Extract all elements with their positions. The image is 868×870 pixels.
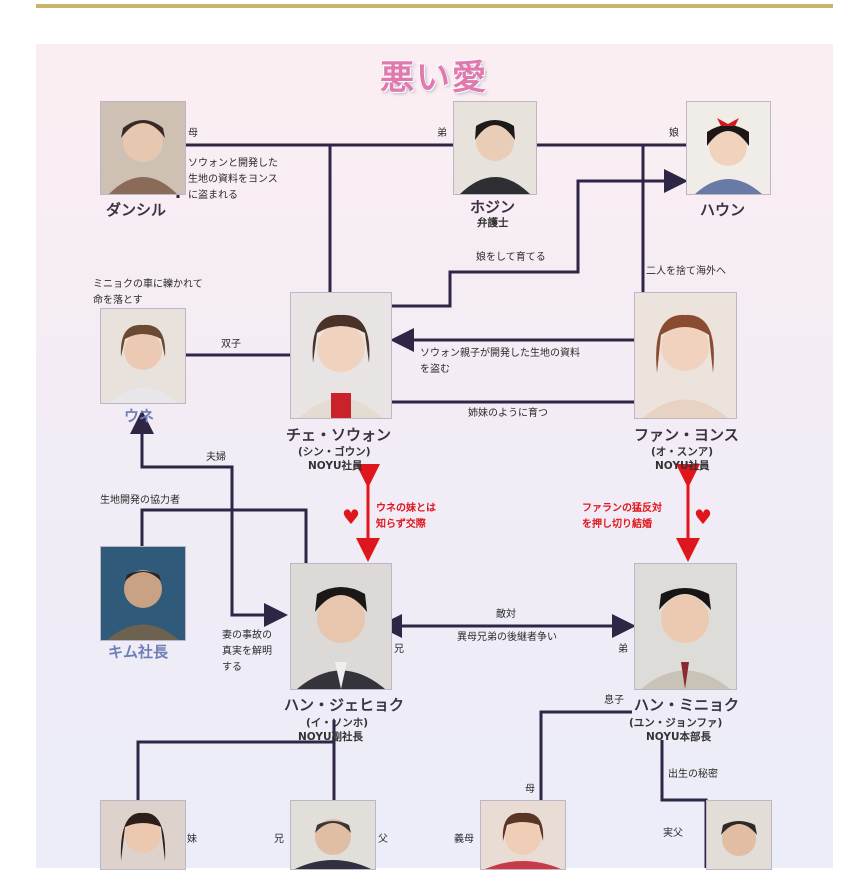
photo-stepmother [480,800,566,870]
role-minyok: NOYU本部長 [646,731,711,743]
label-mother: 母 [188,128,198,139]
label-twins: 双子 [221,339,241,350]
heart-icon-2: ♥ [694,505,712,529]
label-love1-2: 知らず交際 [376,519,426,530]
label-father: 父 [378,834,388,845]
label-steal-1: ソウォン親子が開発した生地の資料 [420,348,580,359]
actor-minyok: (ユン・ジョンファ) [629,717,723,729]
photo-hojin [453,101,537,195]
label-raise: 娘をして育てる [476,252,546,263]
label-hostile: 敵対 [496,609,516,620]
label-truth-1: 妻の事故の [222,630,272,641]
name-minyok: ハン・ミニョク [634,696,740,714]
line-couple [130,410,288,627]
diagram-title: 悪い愛 [380,58,488,98]
photo-kim [100,546,186,641]
line-raise-stair [390,169,688,308]
label-daughter: 娘 [669,128,679,139]
label-truth-2: 真実を解明 [222,646,272,657]
line-sister-brother [136,740,336,800]
photo-brother [290,800,376,870]
photo-jehyok [290,563,392,690]
line-birth-secret [660,740,708,868]
label-stepmother: 義母 [454,834,474,845]
name-soun: チェ・ソウォン [286,426,392,444]
line-son-mother [539,710,632,800]
name-jehyok: ハン・ジェヒョク [284,696,405,714]
role-hojin: 弁護士 [477,217,509,229]
label-younger-brother-2: 弟 [618,644,628,655]
label-real-father: 実父 [663,828,683,839]
label-older-brother: 兄 [394,644,404,655]
label-love2-2: を押し切り結婚 [582,519,652,530]
photo-minyok [634,563,737,690]
name-une: ウネ [124,407,155,425]
label-younger-brother: 弟 [437,128,447,139]
role-soun: NOYU社員 [308,460,363,472]
label-steal-2: を盗む [420,364,450,375]
heart-icon-1: ♥ [342,505,360,529]
label-une-death-1: ミニョクの車に轢かれて [93,279,203,290]
label-une-death-2: 命を落とす [93,295,143,306]
role-yonsu: NOYU社員 [655,460,710,472]
label-stolen-1: ソウォンと開発した [188,158,278,169]
actor-yonsu: (オ・スンア) [651,446,714,458]
name-haun: ハウン [700,201,746,219]
label-sisters: 姉妹のように育つ [468,408,548,419]
photo-soun [290,292,392,419]
label-son: 息子 [604,695,624,706]
line-partner [140,508,308,565]
photo-danshiru [100,101,186,195]
label-sister: 妹 [187,834,197,845]
name-danshiru: ダンシル [106,201,167,219]
label-succession: 異母兄弟の後継者争い [457,632,557,643]
actor-jehyok: (イ・ソンホ) [306,717,369,729]
name-kim: キム社長 [108,643,169,661]
label-couple: 夫婦 [206,452,226,463]
label-brother: 兄 [274,834,284,845]
label-mother-2: 母 [525,784,535,795]
actor-soun: (シン・ゴウン) [298,446,371,458]
name-hojin: ホジン [470,198,516,216]
photo-real-father [706,800,772,870]
label-birth-secret: 出生の秘密 [668,769,718,780]
label-love2-1: ファランの猛反対 [582,503,662,514]
photo-yonsu [634,292,737,419]
label-stolen-2: 生地の資料をヨンス [188,174,278,185]
photo-sister [100,800,186,870]
label-stolen-3: に盗まれる [188,190,238,201]
role-jehyok: NOYU副社長 [298,731,363,743]
label-truth-3: する [222,662,242,673]
label-partner: 生地開発の協力者 [100,495,180,506]
photo-haun [686,101,771,195]
photo-une [100,308,186,404]
label-abandon: 二人を捨て海外へ [646,266,726,277]
name-yonsu: ファン・ヨンス [634,426,739,444]
top-rule [36,4,833,8]
label-love1-1: ウネの妹とは [376,503,436,514]
